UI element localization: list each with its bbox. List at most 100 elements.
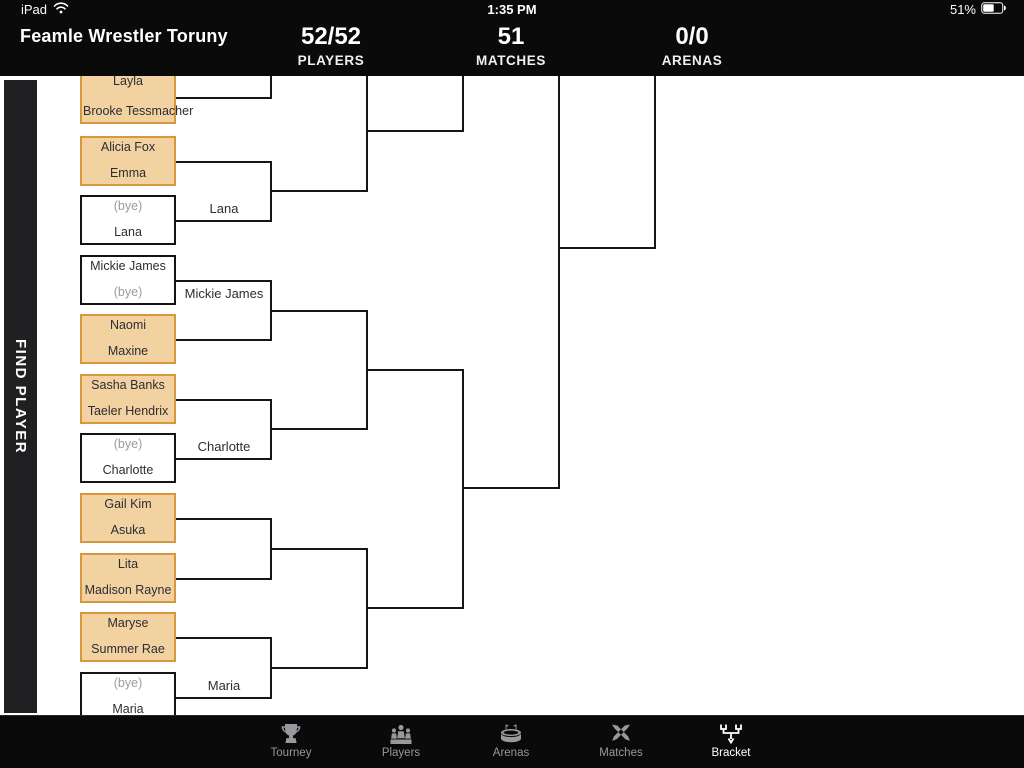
player-name: Summer Rae [91, 642, 165, 657]
bracket-connector-line [270, 399, 272, 460]
bracket-connector-line [558, 76, 560, 489]
trophy-icon [279, 723, 303, 745]
matches-label: MATCHES [476, 52, 546, 68]
bracket-winner-label: Lana [209, 201, 239, 216]
bracket-connector-line [368, 369, 464, 371]
bracket-connector-line [272, 667, 368, 669]
battery-percent: 51% [949, 2, 976, 17]
bracket-connector-line [368, 607, 464, 609]
tab-bracket-label: Bracket [711, 747, 751, 759]
bracket-connector-line [270, 637, 272, 699]
bracket-connector-line [366, 548, 368, 669]
bracket-winner-label: Mickie James [184, 286, 264, 301]
player-bye: (bye) [113, 437, 143, 451]
battery-icon [981, 2, 1006, 17]
bracket-winner-label: Maria [207, 678, 241, 693]
matches-count: 51 [497, 23, 525, 50]
tab-tourney-label: Tourney [270, 747, 312, 759]
bracket-connector-line [462, 76, 464, 132]
arenas-label: ARENAS [661, 52, 723, 68]
bracket-connector-line [176, 697, 272, 699]
tab-tourney[interactable]: Tourney [236, 716, 346, 768]
player-name: Lana [114, 225, 142, 240]
player-bye: (bye) [113, 285, 143, 300]
players-icon [389, 723, 413, 745]
player-name: Naomi [109, 318, 147, 332]
player-name: Taeler Hendrix [87, 404, 169, 419]
tab-players-label: Players [381, 747, 421, 759]
bracket-match-box[interactable]: (bye) Maria [80, 672, 176, 715]
tournament-title: Feamle Wrestler Toruny [20, 26, 228, 46]
bracket-icon [718, 723, 744, 745]
tab-bracket[interactable]: Bracket [676, 716, 786, 768]
player-name: Brooke Tessmacher [83, 104, 194, 119]
bracket-connector-line [270, 76, 272, 99]
player-bye: (bye) [113, 676, 143, 690]
player-name: Asuka [110, 523, 146, 538]
player-name: Alicia Fox [100, 140, 156, 154]
bracket-connector-line [272, 310, 368, 312]
bracket-connector-line [272, 548, 368, 550]
players-count: 52/52 [300, 23, 362, 50]
player-bye: (bye) [113, 199, 143, 213]
player-name: Maxine [107, 344, 149, 359]
bracket-connector-line [176, 220, 272, 222]
bracket-match-box[interactable]: Mickie James (bye) [80, 255, 176, 305]
tab-players[interactable]: Players [346, 716, 456, 768]
bracket-connector-line [464, 487, 560, 489]
player-name: Lita [117, 557, 139, 571]
player-name: Layla [113, 76, 143, 88]
player-name: Maria [112, 702, 144, 715]
find-player-label: FIND PLAYER [12, 338, 29, 455]
bracket-connector-line [176, 518, 272, 520]
bracket-connector-line [272, 428, 368, 430]
bracket-connector-line [176, 339, 272, 341]
bracket-connector-line [270, 161, 272, 222]
device-label: iPad [21, 2, 48, 17]
find-player-tab[interactable]: FIND PLAYER [4, 80, 37, 713]
bracket-connector-line [176, 161, 272, 163]
bracket-connector-line [176, 578, 272, 580]
arenas-count: 0/0 [675, 23, 709, 50]
players-label: PLAYERS [297, 52, 365, 68]
bracket-connector-line [654, 76, 656, 249]
player-name: Maryse [107, 616, 149, 630]
player-name: Sasha Banks [91, 378, 165, 392]
wifi-icon [53, 2, 69, 17]
bracket-winner-label: Charlotte [197, 439, 251, 454]
bracket-match-box[interactable]: (bye) Lana [80, 195, 176, 245]
bracket-connector-line [560, 247, 656, 249]
bracket-connector-line [272, 190, 368, 192]
bracket-connector-line [176, 637, 272, 639]
bracket-connector-line [368, 130, 464, 132]
bracket-connector-line [176, 97, 272, 99]
bracket-connector-line [462, 369, 464, 609]
bottom-tab-bar: Tourney Players [0, 715, 1024, 768]
player-name: Mickie James [90, 259, 166, 273]
bracket-connector-line [176, 458, 272, 460]
arenas-icon [498, 723, 524, 745]
bracket-connector-line [176, 280, 272, 282]
tab-matches[interactable]: Matches [566, 716, 676, 768]
clock: 1:35 PM [487, 2, 537, 17]
bracket-connector-line [270, 280, 272, 341]
tab-arenas[interactable]: Arenas [456, 716, 566, 768]
bracket-connector-line [366, 310, 368, 430]
matches-icon [609, 723, 633, 745]
bracket-match-box[interactable]: (bye)Charlotte [80, 433, 176, 483]
bracket-connector-line [270, 518, 272, 580]
stat-players: 52/52 PLAYERS [251, 23, 411, 68]
player-name: Madison Rayne [84, 583, 172, 598]
tab-arenas-label: Arenas [492, 747, 530, 759]
stat-matches: 51 MATCHES [431, 23, 591, 68]
tab-matches-label: Matches [599, 747, 643, 759]
